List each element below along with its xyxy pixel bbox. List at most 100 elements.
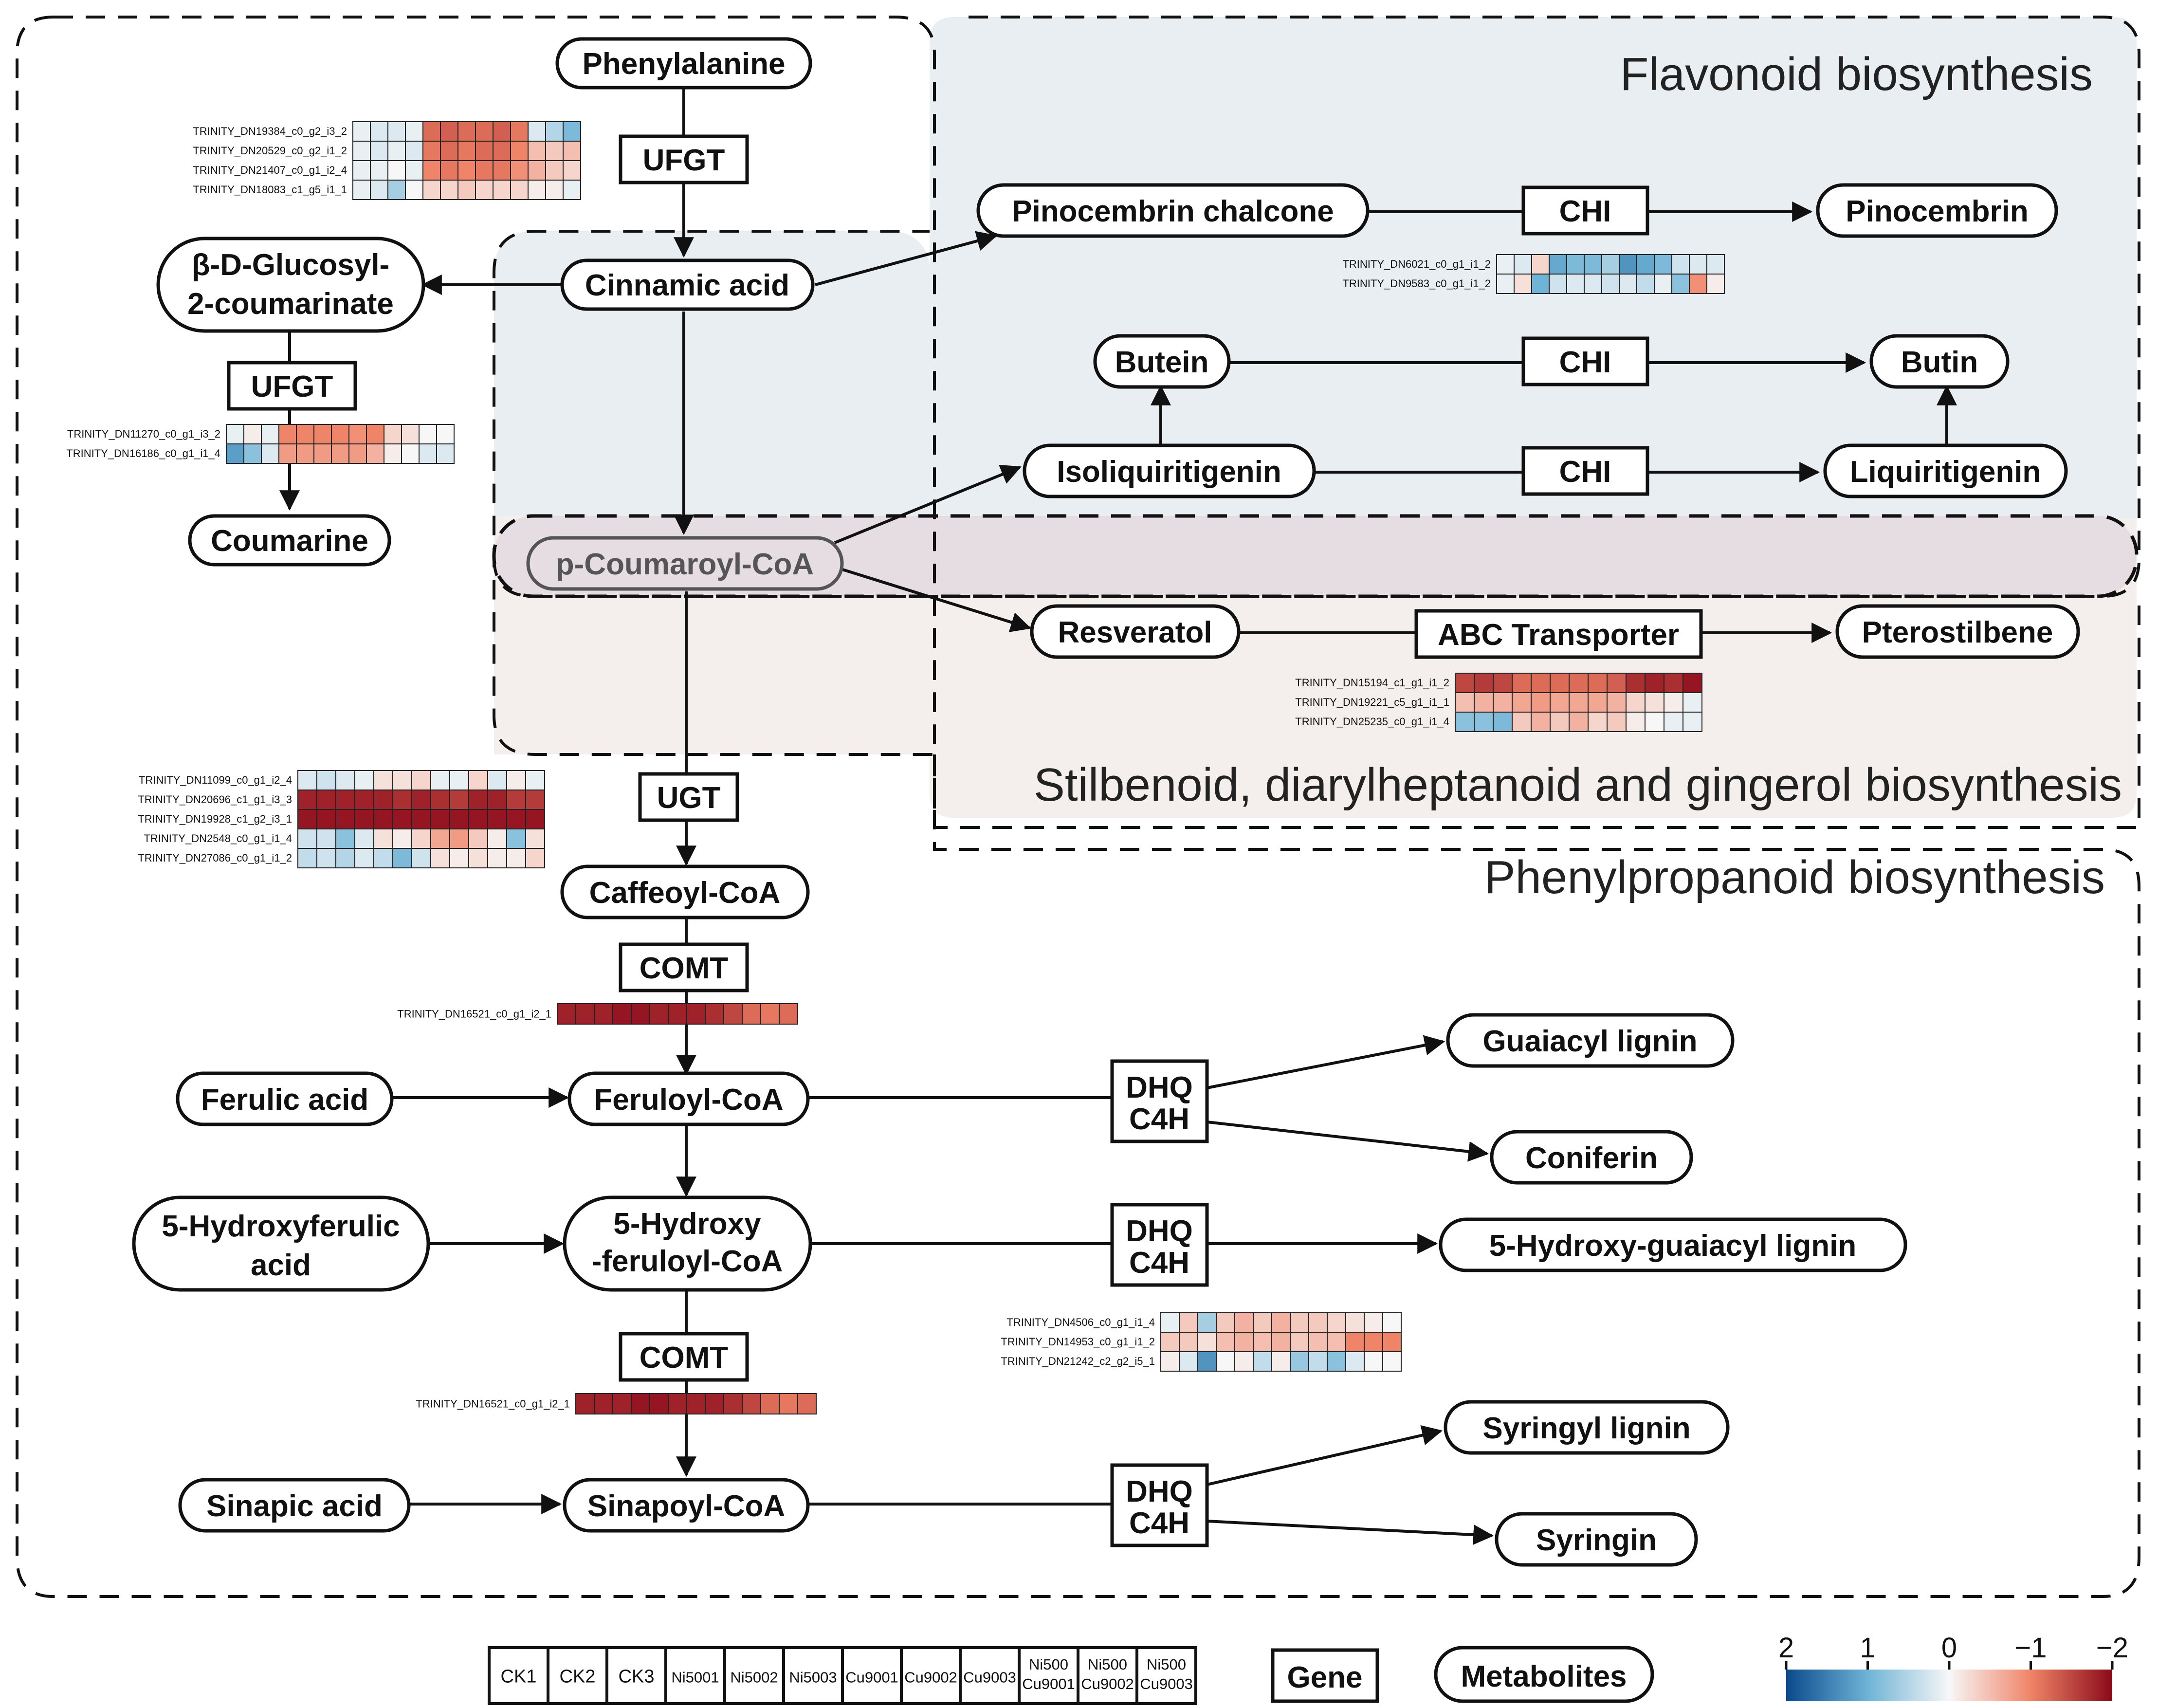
heatmap-cell [331,424,349,444]
heatmap-cell [545,141,564,161]
heatmap-row-label: TRINITY_DN21407_c0_g1_i2_4 [193,164,347,176]
heatmap-row-label: TRINITY_DN11099_c0_g1_i2_4 [139,774,292,786]
heatmap-cell [1382,1332,1402,1352]
heatmap-cell [449,809,469,829]
heatmap-cell [1619,274,1637,294]
legend-sample-cell [664,1646,726,1705]
heatmap-row-label: TRINITY_DN11270_c0_g1_i3_2 [67,428,220,440]
metabolite-p-coumaroyl-coa: p-Coumaroyl-CoA [526,536,844,591]
heatmap-dhq: TRINITY_DN4506_c0_g1_i1_4TRINITY_DN14953… [1001,1312,1402,1372]
heatmap-cell [392,809,412,829]
heatmap-cell [594,1393,613,1414]
legend-gene-label: Gene [1287,1661,1362,1694]
heatmap-cell [278,443,297,464]
heatmap-cell [612,1393,632,1414]
heatmap-cell [1382,1312,1402,1333]
gene-ufgt-top: UFGT [619,134,749,184]
heatmap-cell [422,141,441,161]
heatmap-cell [1566,254,1585,275]
heatmap-cell [1706,274,1725,294]
metabolite-phenylalanine: Phenylalanine [555,37,812,90]
metabolite-label: 5-Hydroxy-guaiacyl lignin [1489,1229,1857,1263]
heatmap-cell [557,1003,576,1025]
heatmap-cell [686,1393,706,1414]
metabolite-label: Syringin [1536,1524,1657,1557]
heatmap-ufgt-top: TRINITY_DN19384_c0_g2_i3_2TRINITY_DN2052… [193,121,581,200]
heatmap-cell [1689,274,1707,294]
heatmap-cell [1664,673,1683,693]
heatmap-cell [1588,712,1608,732]
heatmap-chi: TRINITY_DN6021_c0_g1_i1_2TRINITY_DN9583_… [1342,254,1725,294]
heatmap-cell [545,121,564,142]
heatmap-cell [354,770,374,790]
heatmap-row-label: TRINITY_DN27086_c0_g1_i1_2 [138,852,292,864]
heatmap-cell [1364,1332,1383,1352]
heatmap-cell [1514,274,1532,294]
heatmap-cell [1569,673,1589,693]
heatmap-cell [411,809,431,829]
legend-sample-label: Cu9003 [963,1669,1016,1686]
legend-metabolites-label: Metabolites [1461,1660,1627,1693]
gene-label-line1: DHQ [1126,1214,1193,1248]
gene-comt-2: COMT [619,1332,749,1382]
gene-dhq-c4h-2: DHQ C4H [1110,1203,1209,1287]
heatmap-ugt: TRINITY_DN11099_c0_g1_i2_4TRINITY_DN2069… [138,770,545,868]
heatmap-cell [411,848,431,868]
metabolite-label: Coumarine [211,524,368,558]
heatmap-cell [545,180,564,200]
heatmap-cell [575,1393,595,1414]
heatmap-cell [335,790,355,810]
heatmap-cell [1607,712,1627,732]
legend-sample-cell [605,1646,667,1705]
heatmap-cell [525,790,545,810]
heatmap-cell [1345,1312,1365,1333]
legend-sample-cell [1135,1646,1197,1705]
metabolite-label-line1: 5-Hydroxy [613,1207,761,1241]
gene-label: UFGT [643,144,725,177]
heatmap-cell [1569,712,1589,732]
heatmap-cell [1496,274,1515,294]
metabolite-label: Guaiacyl lignin [1483,1025,1698,1058]
heatmap-cell [387,141,406,161]
heatmap-cell [1197,1312,1217,1333]
gene-label: ABC Transporter [1438,618,1679,652]
heatmap-cell [313,424,332,444]
metabolite-feruloyl-coa: Feruloyl-CoA [567,1071,810,1126]
heatmap-cell [1671,254,1690,275]
heatmap-cell [475,160,494,181]
heatmap-cell [1253,1312,1272,1333]
heatmap-cell [1654,274,1672,294]
heatmap-cell [723,1393,743,1414]
legend-sample-label: Ni500 [1147,1656,1186,1673]
heatmap-cell [475,141,494,161]
heatmap-cell [1584,274,1602,294]
metabolite-hydroxy-guaiacyl-lignin: 5-Hydroxy-guaiacyl lignin [1439,1217,1907,1272]
metabolite-label: Coniferin [1525,1141,1658,1175]
heatmap-cell [1474,673,1494,693]
legend-sample-label: Ni5002 [730,1669,778,1686]
colorbar-tick-label: −1 [2014,1632,2047,1664]
heatmap-cell [401,424,420,444]
heatmap-cell [297,828,317,849]
heatmap-cell [1179,1351,1198,1372]
heatmap-cell [261,443,279,464]
heatmap-cell [331,443,349,464]
legend-metabolites: Metabolites [1434,1646,1654,1703]
heatmap-cell [1493,673,1513,693]
heatmap-cell [436,424,455,444]
heatmap-row-label: TRINITY_DN21242_c2_g2_i5_1 [1001,1355,1155,1367]
gene-label: COMT [640,1341,729,1375]
heatmap-cell [1588,692,1608,713]
gene-dhq-c4h-3: DHQ C4H [1110,1463,1209,1547]
heatmap-cell [506,790,526,810]
legend-sample-cell [841,1646,903,1705]
metabolite-pinocembrin-chalcone: Pinocembrin chalcone [976,183,1370,238]
metabolite-label: Butein [1115,346,1209,379]
metabolite-label: Butin [1901,346,1978,379]
heatmap-cell [1234,1312,1254,1333]
gene-ufgt-mid: UFGT [227,361,357,411]
heatmap-cell [545,160,564,181]
heatmap-cell [493,121,511,142]
heatmap-cell [370,160,388,181]
legend-sample-label: Cu9003 [1140,1675,1193,1692]
